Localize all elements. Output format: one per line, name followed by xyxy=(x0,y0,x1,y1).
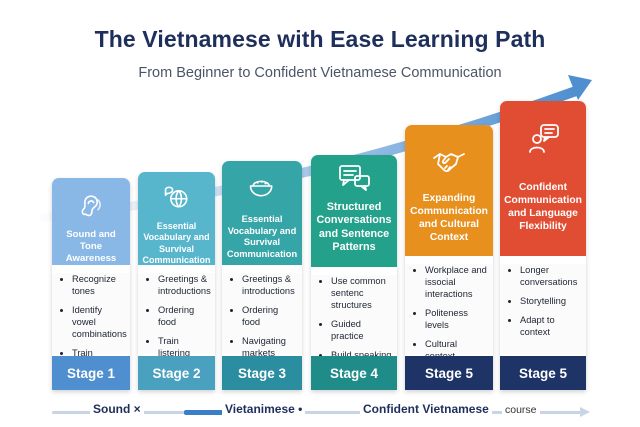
stage-card-5: Expanding Communication and Cultural Con… xyxy=(405,125,493,390)
stage-body: Greetings & introductionsOrdering foodTr… xyxy=(138,273,215,358)
stage-heading: Essential Vocabulary and Survival Commun… xyxy=(142,221,211,265)
stage-goals-list: Greetings & introductionsOrdering foodNa… xyxy=(222,273,302,359)
stage-goal-item: Greetings & introductions xyxy=(242,273,298,297)
stage-heading: Sound and Tone Awareness xyxy=(65,229,117,264)
stage-header: Sound and Tone Awareness xyxy=(52,178,130,265)
stage-goal-item: Recognize tones xyxy=(72,273,126,297)
food-bowl-icon xyxy=(247,171,277,206)
stage-label: Stage 2 xyxy=(138,356,215,390)
stage-card-4: Structured Conversations and Sentence Pa… xyxy=(311,155,397,390)
bottom-label-middle: Vietanimese • xyxy=(222,402,306,416)
page-subtitle: From Beginner to Confident Vietnamese Co… xyxy=(138,65,502,81)
handshake-icon xyxy=(432,143,466,182)
stage-goal-item: Longer conversations xyxy=(520,264,582,288)
stage-body: Recognize tonesIdentify vowel combinatio… xyxy=(52,273,130,370)
stage-header: Essential Vocabulary and Survival Commun… xyxy=(222,161,302,265)
stage-goal-item: Identify vowel combinations xyxy=(72,304,127,340)
stage-goal-item: Guided practice xyxy=(331,318,393,342)
stage-heading: Structured Conversations and Sentence Pa… xyxy=(316,201,392,254)
stage-heading: Essential Vocabulary and Survival Commun… xyxy=(226,214,298,259)
stage-body: Longer conversationsStorytellingAdapt to… xyxy=(500,264,586,354)
stage-label: Stage 5 xyxy=(500,356,586,390)
stage-goals-list: Workplace and issocial interactionsPolit… xyxy=(405,264,493,363)
stage-goals-list: Greetings & introductionsOrdering foodTr… xyxy=(138,273,215,359)
stage-goal-item: Ordering food xyxy=(158,304,211,328)
stage-header: Expanding Communication and Cultural Con… xyxy=(405,125,493,256)
globe-conversation-icon xyxy=(162,182,192,217)
stage-header: Structured Conversations and Sentence Pa… xyxy=(311,155,397,267)
stage-goal-item: Train listering xyxy=(158,335,211,359)
bottom-label-start: Sound × xyxy=(90,402,144,416)
stage-header: Confident Communication and Language Fle… xyxy=(500,101,586,256)
stage-card-1: Sound and Tone AwarenessRecognize tonesI… xyxy=(52,178,130,390)
stage-goal-item: Use common sentenc structures xyxy=(331,275,393,311)
stage-label: Stage 5 xyxy=(405,356,493,390)
stage-goal-item: Navigating markets xyxy=(242,335,298,359)
stage-goal-item: Politeness levels xyxy=(425,307,489,331)
stage-card-6: Confident Communication and Language Fle… xyxy=(500,101,586,390)
stage-header: Essential Vocabulary and Survival Commun… xyxy=(138,172,215,265)
stage-goal-item: Greetings & introductions xyxy=(158,273,211,297)
bottom-label-end: Confident Vietnamese xyxy=(360,402,492,416)
stage-card-2: Essential Vocabulary and Survival Commun… xyxy=(138,172,215,390)
stage-body: Greetings & introductionsOrdering foodNa… xyxy=(222,273,302,358)
stage-heading: Expanding Communication and Cultural Con… xyxy=(410,193,488,243)
stage-goal-item: Storytelling xyxy=(520,295,582,307)
stage-label: Stage 1 xyxy=(52,356,130,390)
bottom-label-course: course xyxy=(502,404,540,416)
stage-body: Use common sentenc structuresGuided prac… xyxy=(311,275,397,372)
stage-goal-item: Adapt to context xyxy=(520,314,582,338)
stage-goal-item: Ordering food xyxy=(242,304,298,328)
speaking-person-icon xyxy=(526,121,560,160)
stage-label: Stage 3 xyxy=(222,356,302,390)
stage-goal-item: Workplace and issocial interactions xyxy=(425,264,489,300)
chat-bubbles-icon xyxy=(337,161,371,200)
stage-body: Workplace and issocial interactionsPolit… xyxy=(405,264,493,361)
stage-goals-list: Longer conversationsStorytellingAdapt to… xyxy=(500,264,586,338)
stage-heading: Confident Communication and Language Fle… xyxy=(504,182,582,232)
stage-card-3: Essential Vocabulary and Survival Commun… xyxy=(222,161,302,390)
ear-icon xyxy=(76,192,106,227)
page-title: The Vietnamese with Ease Learning Path xyxy=(94,26,546,52)
stage-label: Stage 4 xyxy=(311,356,397,390)
